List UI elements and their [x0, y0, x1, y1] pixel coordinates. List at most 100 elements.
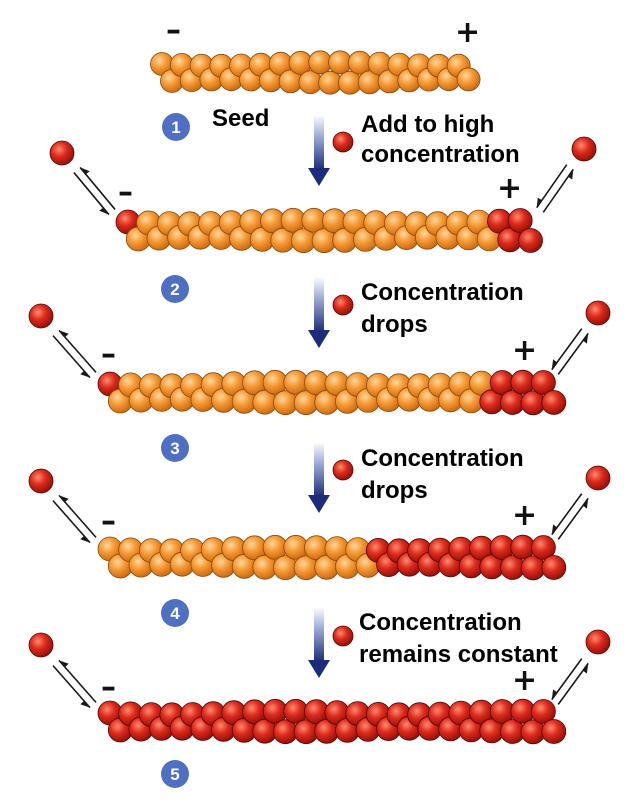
- plus-end-sign-5: +: [512, 663, 537, 698]
- filament-4: [97, 534, 567, 581]
- plus-end-sign-2: +: [497, 171, 522, 206]
- arrow-head: [59, 660, 69, 668]
- arrow-head: [99, 207, 109, 215]
- down-arrow-4: [308, 607, 330, 678]
- equilibrium-arrows-right-5: [551, 658, 589, 705]
- step-badge-1: 1: [162, 113, 190, 141]
- free-subunit-left-4: [28, 468, 54, 494]
- arrow-head: [551, 359, 558, 370]
- step-badge-3: 3: [161, 434, 189, 462]
- adp-subunit: [507, 208, 533, 233]
- plus-end-sign-4: +: [512, 498, 537, 533]
- minus-end-sign-3: –: [101, 337, 116, 372]
- free-subunit-icon-1: [332, 131, 354, 153]
- free-subunit-icon-3: [332, 459, 354, 481]
- free-subunit-left-2: [49, 140, 75, 166]
- stage-3: – + 3: [28, 300, 611, 462]
- arrow-head: [80, 535, 90, 543]
- association-arrow: [52, 665, 91, 709]
- equilibrium-arrows-left-5: [52, 659, 97, 709]
- transition-1-line2: concentration: [361, 141, 520, 168]
- filament-3: [97, 369, 567, 416]
- transition-3-line1: Concentration: [361, 445, 524, 472]
- filament-5: [97, 698, 567, 745]
- transition-2-line2: drops: [361, 311, 428, 338]
- dissociation-arrow: [79, 166, 116, 210]
- svg-text:2: 2: [170, 280, 179, 299]
- transition-2-line1: Concentration: [361, 279, 524, 306]
- minus-end-sign-1: –: [166, 13, 181, 48]
- minus-end-sign-4: –: [101, 504, 116, 539]
- equilibrium-arrows-right-4: [551, 493, 589, 540]
- adp-subunit: [541, 719, 567, 744]
- arrow-head: [551, 689, 558, 700]
- arrow-head: [59, 330, 69, 338]
- stage-4: – + 4: [28, 465, 611, 627]
- svg-text:4: 4: [170, 604, 180, 623]
- free-subunit-left-3: [28, 303, 54, 329]
- atp-subunit: [456, 67, 481, 92]
- stage-5: – + 5: [28, 629, 611, 788]
- transition-2: Concentration drops: [308, 277, 524, 348]
- arrow-head: [80, 700, 90, 708]
- transition-4-line2: remains constant: [359, 641, 558, 668]
- arrow-head: [80, 167, 90, 175]
- transition-4: Concentration remains constant: [308, 607, 558, 678]
- step-badge-4: 4: [161, 599, 189, 627]
- arrow-head: [568, 169, 574, 180]
- equilibrium-arrows-right-2: [536, 164, 574, 213]
- plus-end-sign-3: +: [512, 333, 537, 368]
- free-subunit-right-3: [585, 300, 611, 326]
- arrow-head: [551, 524, 558, 535]
- adp-subunit: [541, 390, 567, 415]
- down-arrow-3: [308, 442, 330, 513]
- adp-subunit: [531, 370, 556, 395]
- equilibrium-arrows-left-3: [52, 329, 97, 379]
- svg-text:3: 3: [170, 439, 179, 458]
- adp-subunit: [531, 699, 556, 724]
- arrow-head: [582, 663, 589, 674]
- equilibrium-arrows-right-3: [551, 328, 589, 375]
- free-subunit-right-5: [585, 629, 611, 655]
- transition-4-line1: Concentration: [359, 609, 522, 636]
- free-subunit-right-2: [571, 136, 597, 162]
- down-arrow-2: [308, 277, 330, 348]
- arrow-head: [582, 333, 589, 344]
- stage-1: – + 1 Seed: [150, 13, 481, 141]
- equilibrium-arrows-left-4: [52, 494, 97, 544]
- filament-2: [115, 207, 543, 254]
- stage-2: – + 2: [49, 136, 597, 303]
- transition-1-line1: Add to high: [361, 111, 494, 138]
- svg-text:5: 5: [170, 765, 179, 784]
- transition-3-line2: drops: [361, 477, 428, 504]
- dissociation-arrow: [58, 329, 97, 373]
- adp-subunit: [531, 535, 556, 560]
- free-subunit-icon-4: [332, 625, 354, 647]
- free-subunit-icon-2: [332, 294, 354, 316]
- arrow-head: [536, 197, 542, 208]
- svg-text:1: 1: [171, 118, 180, 137]
- transition-3: Concentration drops: [308, 442, 524, 513]
- free-subunit-right-4: [585, 465, 611, 491]
- plus-end-sign-1: +: [455, 15, 480, 50]
- seed-label: Seed: [212, 105, 269, 132]
- arrow-head: [80, 370, 90, 378]
- arrow-head: [582, 498, 589, 509]
- dissociation-arrow: [58, 659, 97, 703]
- association-arrow: [73, 172, 110, 216]
- step-badge-5: 5: [161, 760, 189, 788]
- down-arrow-1: [308, 115, 330, 186]
- arrow-head: [59, 495, 69, 503]
- minus-end-sign-5: –: [101, 670, 116, 705]
- minus-end-sign-2: –: [118, 175, 133, 210]
- dissociation-arrow: [58, 494, 97, 538]
- equilibrium-arrows-left-2: [73, 166, 116, 216]
- adp-subunit: [541, 555, 567, 580]
- association-arrow: [52, 335, 91, 379]
- step-badge-2: 2: [161, 275, 189, 303]
- adp-subunit: [518, 228, 543, 253]
- filament-1: [150, 50, 481, 95]
- association-arrow: [52, 500, 91, 544]
- transition-1: Add to high concentration: [308, 111, 520, 186]
